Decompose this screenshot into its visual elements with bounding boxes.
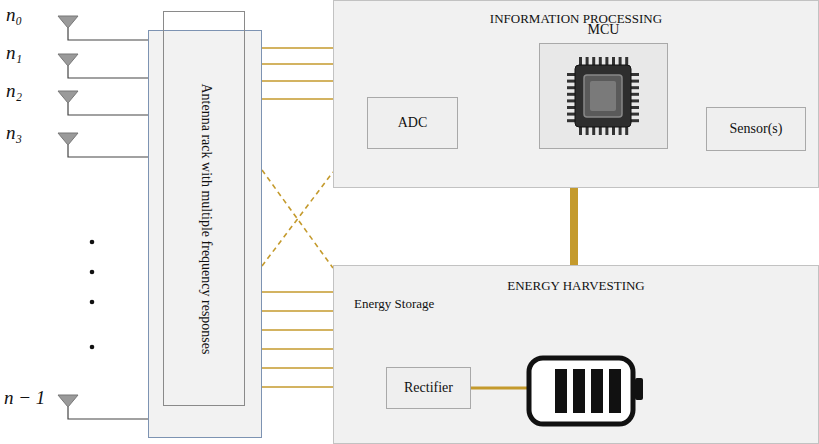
connector [262,348,333,350]
dashed-connector [262,170,333,268]
dot [90,300,95,305]
connector [262,386,333,388]
box-label: MCU [588,22,620,39]
information-processing-panel: INFORMATION PROCESSING ADC MCU Sensor(s) [333,0,819,188]
connector [262,47,333,49]
mcu-box: MCU [539,43,668,149]
antenna-feed-lines [68,28,148,419]
antenna-label: n₃ [6,122,22,144]
sub-label: Energy Storage [354,296,434,312]
dashed-connector [262,172,333,266]
rack-label: Antenna rack with multiple frequency res… [197,29,215,409]
antenna-feed [68,66,148,78]
antenna-label: n − 1 [4,387,45,409]
box-label: INFORMATION PROCESSING [490,11,662,27]
chip-illustration [539,43,668,149]
antenna-symbol [58,133,78,145]
connector [262,291,333,293]
antenna-symbol [58,16,78,28]
antenna-symbol [58,54,78,66]
box-label: ADC [398,115,428,132]
rectifier-box: Rectifier [386,367,471,409]
connector [262,329,333,331]
connector [262,310,333,312]
ellipsis-dots [90,240,95,350]
antenna-rack-box: Antenna rack with multiple frequency res… [148,30,262,438]
connector [262,98,333,100]
antenna-feed [68,103,148,115]
antenna-label: n₁ [6,42,22,64]
antenna-feed [68,407,148,419]
energy-harvesting-panel: ENERGY HARVESTING Energy StorageRectifier [333,265,819,444]
dot [90,240,95,245]
antenna-label: n₂ [6,80,22,102]
dot [90,270,95,275]
box-label: Rectifier [404,380,453,397]
sensor-box: Sensor(s) [706,107,806,151]
antenna-label: n₀ [6,4,22,26]
antenna-feed [68,28,148,40]
antenna-symbol [58,91,78,103]
dot [90,345,95,350]
connector [262,63,333,65]
antenna-feed [68,145,148,157]
connector [262,80,333,82]
box-label: ENERGY HARVESTING [507,278,645,294]
antenna-symbol [58,395,78,407]
adc-box: ADC [367,97,458,149]
box-label: Sensor(s) [730,121,783,138]
connector [262,367,333,369]
